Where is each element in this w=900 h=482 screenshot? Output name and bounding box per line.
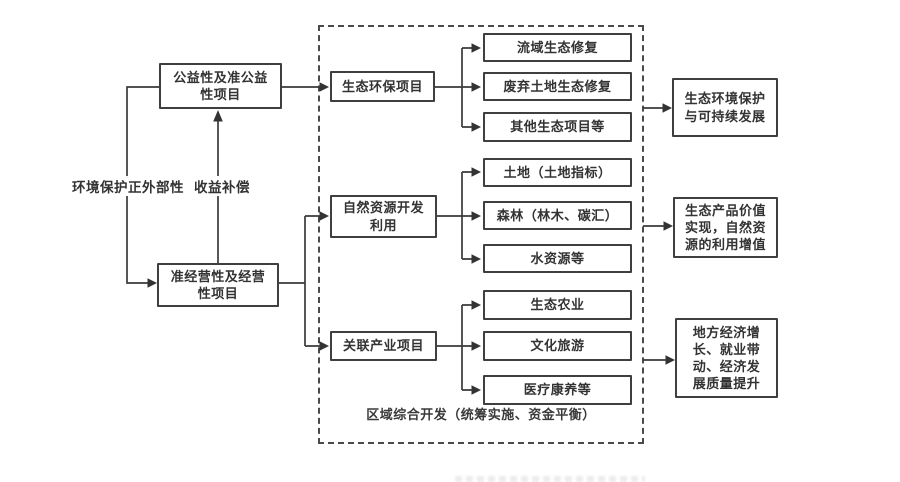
operational-project-box: 准经营性及经营 性项目 (157, 263, 279, 307)
culture-tourism-box: 文化旅游 (483, 331, 632, 361)
related-industry-box: 关联产业项目 (330, 331, 437, 361)
cropped-text-remnant (455, 476, 645, 482)
medical-wellness-box: 医疗康养等 (483, 375, 632, 405)
connector-public-to-eco (282, 82, 329, 92)
eco-protection-project-box: 生态环保项目 (330, 71, 435, 102)
connector-operational-branch (279, 211, 329, 351)
connector-outcome-economy (643, 355, 675, 365)
abandoned-land-restoration-box: 废弃土地生态修复 (483, 72, 632, 101)
outcome-eco-box: 生态环境保护 与可持续发展 (672, 78, 778, 137)
outcome-value-box: 生态产品价值 实现，自然资 源的利用增值 (673, 197, 778, 258)
compensation-label: 收益补偿 (192, 176, 252, 196)
connector-outcome-eco (643, 103, 672, 113)
region-caption: 区域综合开发（统筹实施、资金平衡） (366, 407, 596, 422)
natural-resource-box: 自然资源开发 利用 (330, 195, 437, 238)
public-welfare-project-box: 公益性及准公益 性项目 (159, 63, 282, 109)
connector-eco-children (435, 43, 481, 132)
connector-industry-children (437, 300, 481, 395)
other-eco-projects-box: 其他生态项目等 (483, 112, 632, 142)
connector-nature-children (437, 167, 481, 264)
water-resource-box: 水资源等 (483, 244, 632, 273)
watershed-restoration-box: 流域生态修复 (483, 33, 632, 62)
forest-carbon-box: 森林（林木、碳汇） (483, 201, 632, 230)
outcome-economy-box: 地方经济增 长、就业带 动、经济发 展质量提升 (675, 318, 778, 398)
eco-agriculture-box: 生态农业 (483, 290, 632, 320)
externality-label: 环境保护正外部性 (70, 176, 186, 196)
connector-outcome-value (643, 221, 673, 231)
land-indicator-box: 土地（土地指标） (483, 158, 632, 187)
region-development-boundary (318, 25, 644, 444)
